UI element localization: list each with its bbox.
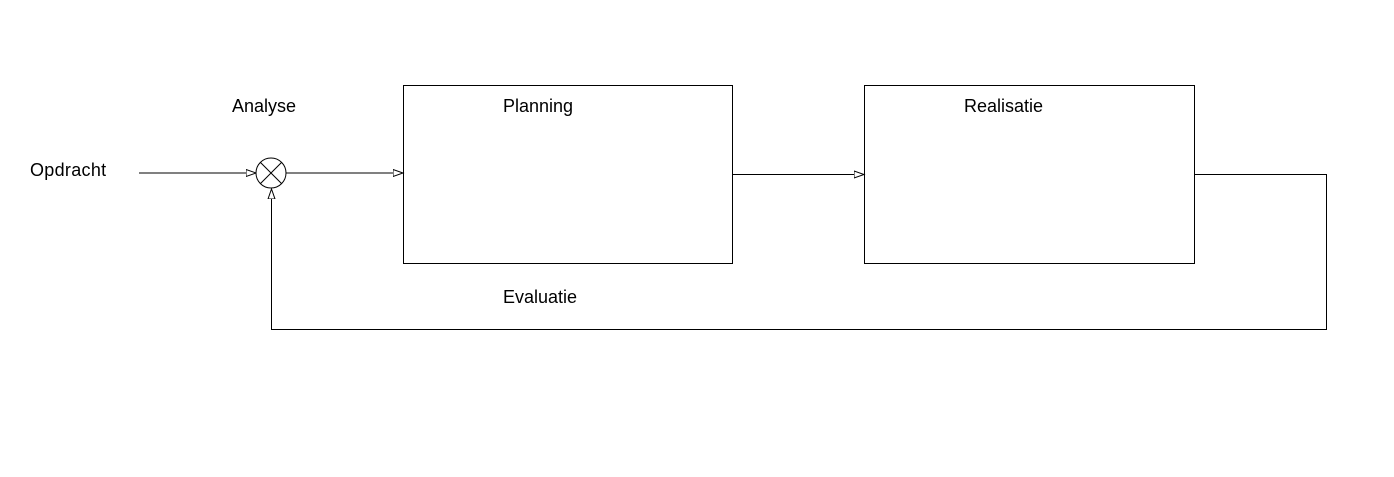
summing-junction-icon [255,157,287,189]
feedback-path [272,174,1327,330]
realisatie-label: Realisatie [964,96,1044,116]
planning-label: Planning [503,96,574,116]
input-label: Opdracht [30,160,107,180]
realisatie-block [864,85,1195,264]
comparator-label: Analyse [232,96,297,116]
feedback-label: Evaluatie [503,287,578,307]
planning-block [403,85,733,264]
